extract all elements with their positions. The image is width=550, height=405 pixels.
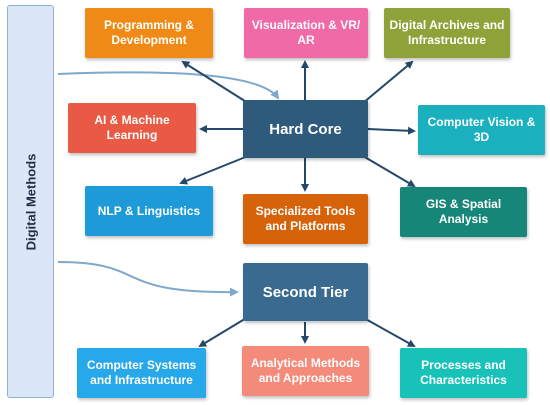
ai-node: AI & Machine Learning [68,103,196,153]
nlp-label: NLP & Linguistics [97,203,201,218]
archives-label: Digital Archives and Infrastructure [389,18,505,47]
arrow-to-systems [198,316,249,348]
visualization-label: Visualization & VR/ AR [251,18,361,47]
ai-label: AI & Machine Learning [94,113,170,142]
archives-node: Digital Archives and Infrastructure [384,8,510,58]
cv-node: Computer Vision & 3D [418,105,545,155]
processes-node: Processes and Characteristics [400,348,527,398]
connector-second-tier [57,261,239,297]
hard-core-label: Hard Core [269,120,342,138]
arrow-to-gis [362,155,416,188]
tools-node: Specialized Tools and Platforms [243,194,368,244]
systems-node: Computer Systems and Infrastructure [77,348,206,398]
second-tier-node: Second Tier [243,263,368,321]
arrow-to-cv [367,126,416,135]
arrow-to-programming [181,60,249,104]
arrow-to-nlp [179,155,249,185]
sidebar-label: Digital Methods [23,153,38,250]
digital-methods-sidebar: Digital Methods [7,5,54,398]
analytical-label: Analytical Methods and Approaches [250,356,361,385]
analytical-node: Analytical Methods and Approaches [242,346,369,396]
arrow-to-processes [361,316,416,347]
programming-label: Programming & Development [103,18,194,47]
visualization-node: Visualization & VR/ AR [244,8,368,58]
gis-node: GIS & Spatial Analysis [400,187,527,237]
systems-label: Computer Systems and Infrastructure [86,358,197,387]
second-tier-label: Second Tier [262,283,349,301]
cv-label: Computer Vision & 3D [427,115,536,144]
gis-label: GIS & Spatial Analysis [425,197,502,226]
connector-hard-core [57,71,280,100]
programming-node: Programming & Development [85,8,213,58]
processes-label: Processes and Characteristics [420,358,507,387]
hard-core-node: Hard Core [243,100,368,158]
nlp-node: NLP & Linguistics [85,186,213,236]
arrow-to-archives [362,60,414,104]
tools-label: Specialized Tools and Platforms [255,204,356,233]
